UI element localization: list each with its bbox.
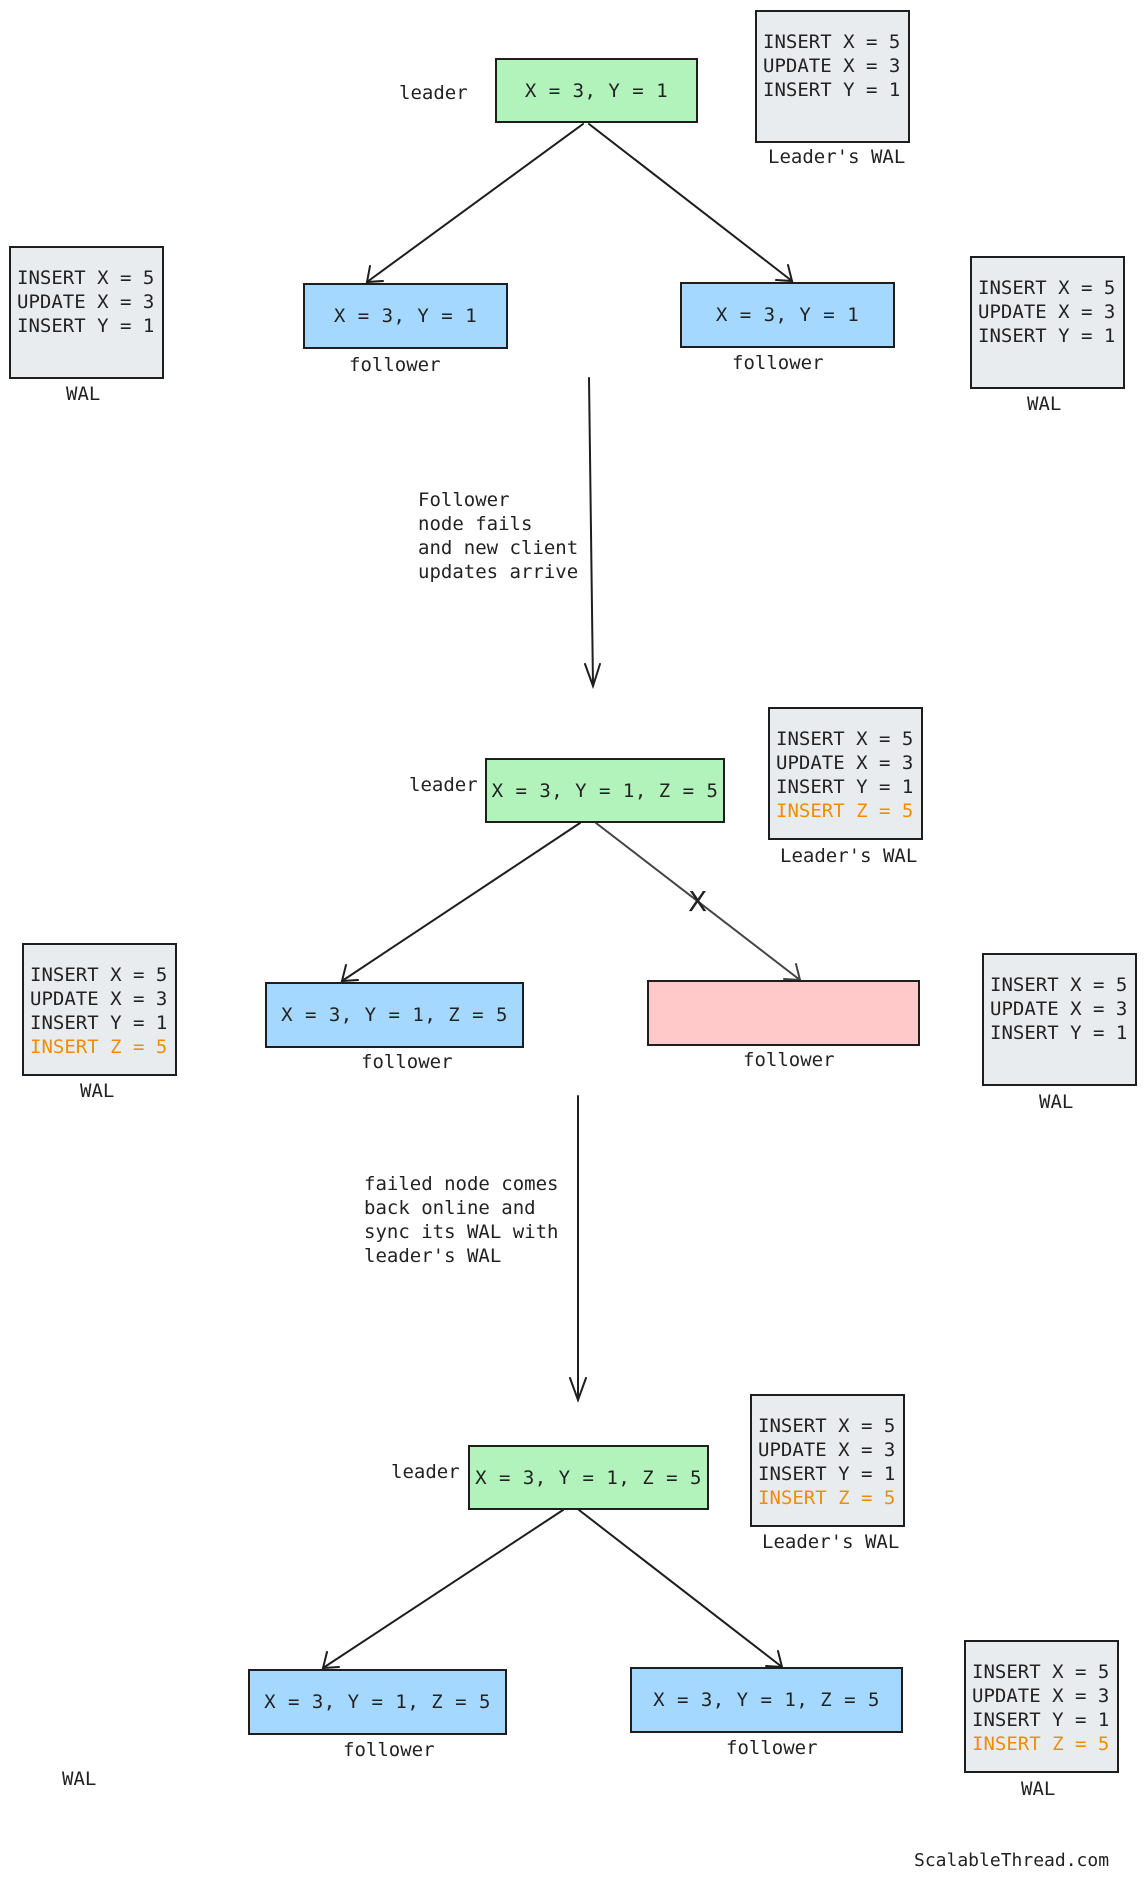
leader-node[interactable]: X = 3, Y = 1, Z = 5	[485, 758, 725, 823]
wal-entry: INSERT X = 5	[758, 1415, 896, 1437]
transition-note-1: Follower node fails and new client updat…	[418, 488, 578, 584]
wal-entry-new: INSERT Z = 5	[972, 1733, 1110, 1755]
wal-entry: INSERT X = 5	[978, 277, 1116, 299]
leader-wal: INSERT X = 5 UPDATE X = 3 INSERT Y = 1	[755, 10, 910, 143]
leader-wal: INSERT X = 5 UPDATE X = 3 INSERT Y = 1 I…	[750, 1394, 905, 1527]
wal-entry: INSERT Y = 1	[30, 1012, 168, 1034]
leader-wal-caption: Leader's WAL	[768, 146, 906, 168]
wal-entry: UPDATE X = 3	[17, 291, 155, 313]
wal-entry: INSERT X = 5	[990, 974, 1128, 996]
leader-wal: INSERT X = 5 UPDATE X = 3 INSERT Y = 1 I…	[768, 707, 923, 840]
wal-entry: UPDATE X = 3	[758, 1439, 896, 1461]
left-follower-label: follower	[361, 1051, 453, 1073]
note-line: Follower	[418, 489, 510, 511]
left-wal-caption: WAL	[80, 1080, 115, 1102]
left-follower-node[interactable]: X = 3, Y = 1, Z = 5	[265, 982, 524, 1048]
note-line: sync its WAL with	[364, 1221, 559, 1243]
right-follower-label: follower	[732, 352, 824, 374]
right-follower-wal: INSERT X = 5 UPDATE X = 3 INSERT Y = 1	[970, 256, 1125, 389]
site-credit: ScalableThread.com	[914, 1850, 1110, 1871]
wal-entry: INSERT Y = 1	[758, 1463, 896, 1485]
right-wal-caption: WAL	[1027, 393, 1062, 415]
wal-entry: UPDATE X = 3	[978, 301, 1116, 323]
edge-leader1-follower-right	[588, 123, 794, 283]
edge-leader1-follower-left	[365, 123, 584, 284]
wal-entry: UPDATE X = 3	[776, 752, 914, 774]
wal-entry: UPDATE X = 3	[30, 988, 168, 1010]
right-wal-caption: WAL	[1039, 1091, 1074, 1113]
left-follower-node[interactable]: X = 3, Y = 1, Z = 5	[248, 1669, 507, 1735]
wal-entry: INSERT X = 5	[972, 1661, 1110, 1683]
wal-entry: INSERT Y = 1	[763, 79, 901, 101]
wal-entry-new: INSERT Z = 5	[758, 1487, 896, 1509]
wal-entry: UPDATE X = 3	[972, 1685, 1110, 1707]
wal-entry: INSERT Y = 1	[17, 315, 155, 337]
wal-entry: UPDATE X = 3	[763, 55, 901, 77]
left-follower-node[interactable]: X = 3, Y = 1	[303, 283, 508, 349]
left-wal-caption: WAL	[62, 1768, 97, 1790]
wal-entry: INSERT X = 5	[30, 964, 168, 986]
wal-entry: INSERT Y = 1	[972, 1709, 1110, 1731]
edge-leader2-follower-left	[340, 822, 581, 983]
leader-label: leader	[391, 1461, 460, 1483]
left-follower-label: follower	[343, 1739, 435, 1761]
left-follower-label: follower	[349, 354, 441, 376]
leader-wal-caption: Leader's WAL	[762, 1531, 900, 1553]
note-line: leader's WAL	[364, 1245, 502, 1267]
failed-follower-node[interactable]	[647, 980, 920, 1046]
wal-entry: INSERT Y = 1	[978, 325, 1116, 347]
left-follower-wal: INSERT X = 5 UPDATE X = 3 INSERT Y = 1	[9, 246, 164, 379]
edge-leader3-follower-left	[321, 1509, 564, 1670]
leader-label: leader	[399, 82, 468, 104]
wal-entry: INSERT X = 5	[763, 31, 901, 53]
right-follower-node[interactable]: X = 3, Y = 1, Z = 5	[630, 1667, 903, 1733]
wal-entry-new: INSERT Z = 5	[776, 800, 914, 822]
leader-label: leader	[409, 774, 478, 796]
edge-leader3-follower-right	[578, 1509, 784, 1669]
right-follower-wal: INSERT X = 5 UPDATE X = 3 INSERT Y = 1 I…	[964, 1640, 1119, 1773]
transition-arrow-1	[584, 377, 601, 690]
wal-entry: INSERT Y = 1	[776, 776, 914, 798]
leader-node[interactable]: X = 3, Y = 1	[495, 58, 698, 123]
note-line: back online and	[364, 1197, 536, 1219]
note-line: updates arrive	[418, 561, 579, 583]
failure-mark: X	[688, 885, 708, 918]
right-wal-caption: WAL	[1021, 1778, 1056, 1800]
wal-entry: INSERT X = 5	[17, 267, 155, 289]
leader-node[interactable]: X = 3, Y = 1, Z = 5	[468, 1445, 709, 1510]
left-follower-wal: INSERT X = 5 UPDATE X = 3 INSERT Y = 1 I…	[22, 943, 177, 1076]
transition-arrow-2	[569, 1095, 587, 1403]
transition-note-2: failed node comes back online and sync i…	[364, 1172, 558, 1268]
failed-follower-label: follower	[743, 1049, 835, 1071]
wal-entry: UPDATE X = 3	[990, 998, 1128, 1020]
note-line: and new client	[418, 537, 579, 559]
left-wal-caption: WAL	[66, 383, 101, 405]
right-follower-node[interactable]: X = 3, Y = 1	[680, 282, 895, 348]
failed-follower-wal: INSERT X = 5 UPDATE X = 3 INSERT Y = 1	[982, 953, 1137, 1086]
wal-entry: INSERT Y = 1	[990, 1022, 1128, 1044]
note-line: node fails	[418, 513, 533, 535]
wal-entry: INSERT X = 5	[776, 728, 914, 750]
right-follower-label: follower	[726, 1737, 818, 1759]
note-line: failed node comes	[364, 1173, 559, 1195]
leader-wal-caption: Leader's WAL	[780, 845, 918, 867]
wal-entry-new: INSERT Z = 5	[30, 1036, 168, 1058]
